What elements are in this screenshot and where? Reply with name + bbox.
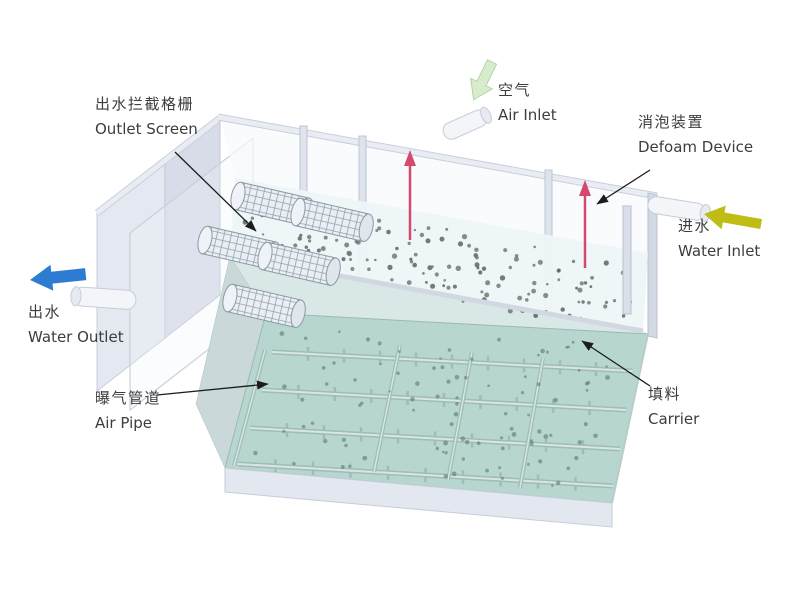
air-inlet-arrow [470, 59, 498, 101]
label-defoam-device-en: Defoam Device [638, 138, 754, 156]
label-carrier-zh: 填料 [648, 385, 682, 403]
tank-corner-post [647, 192, 658, 339]
label-outlet-screen-en: Outlet Screen [95, 120, 198, 138]
label-water-outlet-en: Water Outlet [28, 328, 124, 346]
defoam-arrow-right [579, 180, 591, 268]
label-water-inlet-en: Water Inlet [678, 242, 761, 260]
label-water-inlet-zh: 进水 [678, 217, 712, 235]
water-inlet-arrow [704, 205, 762, 230]
label-air-pipe-zh: 曝气管道 [95, 389, 162, 407]
label-water-inlet: 进水 Water Inlet [678, 214, 760, 264]
label-defoam-device: 消泡装置 Defoam Device [638, 110, 753, 160]
chamber-rim-highlight [95, 116, 222, 215]
air-inlet-assembly [442, 59, 498, 140]
carriers-on-floor [253, 330, 610, 487]
outlet-screen-drums [197, 181, 374, 328]
label-outlet-screen: 出水拦截格栅 Outlet Screen [95, 92, 198, 142]
defoam-arrow-left [404, 150, 416, 240]
screen-drum [290, 197, 374, 242]
outlet-pipe-cap [70, 286, 82, 307]
defoam-pipe [622, 205, 632, 315]
water-inlet-assembly [647, 196, 762, 230]
tank-top-rim-highlight [217, 114, 658, 199]
aeration-pipe-grid [232, 344, 633, 491]
outlet-chamber [94, 115, 254, 412]
screen-drum [222, 283, 306, 328]
label-air-inlet: 空气 Air Inlet [498, 78, 557, 128]
label-outlet-screen-zh: 出水拦截格栅 [95, 95, 195, 113]
label-carrier-en: Carrier [648, 410, 700, 428]
annotation-lines [156, 151, 651, 396]
label-water-outlet: 出水 Water Outlet [28, 300, 124, 350]
annotation-arrow-defoam [596, 169, 651, 205]
tank-right-edge [611, 333, 649, 504]
water-outlet-arrow [30, 264, 87, 291]
label-air-pipe: 曝气管道 Air Pipe [95, 386, 161, 436]
defoam-devices [404, 150, 632, 315]
label-air-inlet-en: Air Inlet [498, 106, 557, 124]
label-water-outlet-zh: 出水 [28, 303, 62, 321]
annotation-arrow-outlet-screen [174, 151, 257, 232]
screen-drum [257, 241, 341, 286]
label-defoam-device-zh: 消泡装置 [638, 113, 705, 131]
annotation-arrow-carrier [581, 340, 651, 387]
label-air-inlet-zh: 空气 [498, 81, 532, 99]
annotation-arrow-air-pipe [156, 380, 269, 396]
water-outlet-assembly [30, 264, 137, 310]
label-air-pipe-en: Air Pipe [95, 414, 152, 432]
main-tank [217, 113, 658, 371]
tank-front-wall-base [224, 467, 613, 528]
air-inlet-pipe-cap [480, 106, 492, 124]
label-carrier: 填料 Carrier [648, 382, 699, 432]
